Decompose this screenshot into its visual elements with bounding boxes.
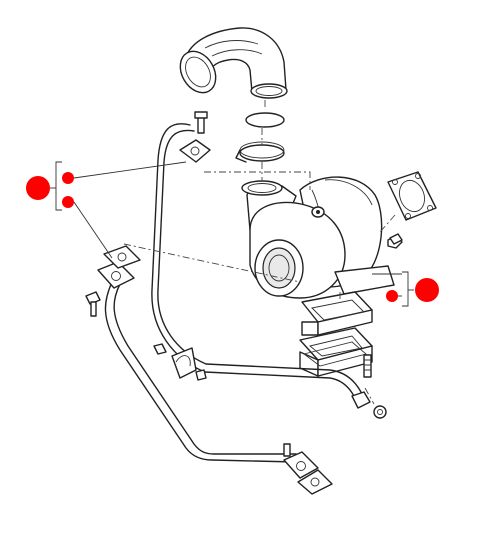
- return-flange-bottom: [283, 443, 333, 495]
- turbine-outlet-gasket: [387, 171, 437, 221]
- oil-feed-pipe: [151, 123, 363, 399]
- callout-marker-small-right[interactable]: [386, 290, 398, 302]
- callout-marker-large-left[interactable]: [26, 176, 50, 200]
- v-band-clamp: [235, 141, 285, 163]
- callout-marker-large-right[interactable]: [415, 278, 439, 302]
- centerline-oil-feed: [204, 171, 311, 190]
- centerline-oil-return: [123, 243, 301, 283]
- intake-elbow-pipe: [179, 27, 288, 99]
- callout-marker-small-left-1[interactable]: [62, 172, 74, 184]
- callout-bracket-left: [50, 161, 187, 259]
- o-ring-seal: [245, 112, 285, 128]
- callout-marker-small-left-2[interactable]: [62, 196, 74, 208]
- washer-small: [389, 233, 403, 245]
- centerline-gasket: [379, 214, 396, 233]
- centerline-union: [364, 387, 375, 405]
- return-flange-top: [97, 245, 141, 289]
- pipe-clip-bracket: [153, 343, 207, 381]
- stud-bolt: [363, 354, 372, 378]
- bolt-left: [85, 291, 101, 317]
- exhaust-flange-gaskets: [299, 291, 373, 377]
- callout-bracket-right: [372, 271, 414, 307]
- oil-return-pipe: [104, 281, 297, 463]
- turbocharger-body: [241, 176, 403, 299]
- pipe-union-fitting: [351, 391, 387, 419]
- banjo-fitting-top: [179, 111, 211, 163]
